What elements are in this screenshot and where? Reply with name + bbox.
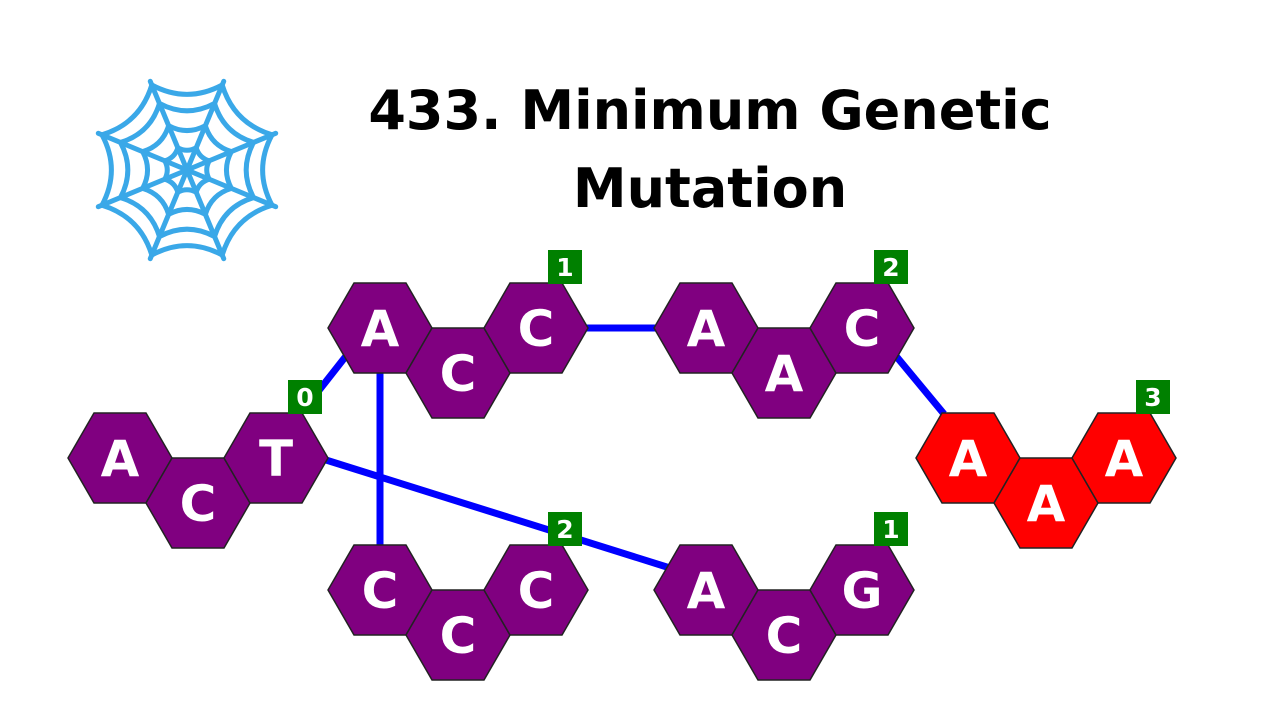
base-letter: T [259, 430, 293, 488]
step-badge [548, 512, 582, 546]
page-title: 433. Minimum Genetic Mutation [368, 79, 1052, 220]
spider-web-icon [95, 78, 279, 262]
base-letter: A [765, 345, 804, 403]
step-count: 0 [296, 383, 313, 412]
base-letter: C [180, 475, 217, 533]
base-letter: C [844, 300, 881, 358]
base-letter: A [1105, 430, 1144, 488]
base-letter: A [1027, 475, 1066, 533]
base-letter: A [361, 300, 400, 358]
base-letter: C [518, 300, 555, 358]
step-count: 2 [556, 515, 573, 544]
step-count: 1 [556, 253, 573, 282]
step-count: 2 [882, 253, 899, 282]
base-letter: C [518, 562, 555, 620]
base-letter: C [440, 345, 477, 403]
base-letter: A [101, 430, 140, 488]
base-letter: C [440, 607, 477, 665]
base-letter: C [766, 607, 803, 665]
step-badge [874, 512, 908, 546]
edge-layer [299, 324, 947, 572]
base-letter: C [362, 562, 399, 620]
base-letter: A [687, 562, 726, 620]
step-badge [288, 380, 322, 414]
step-count: 3 [1144, 383, 1161, 412]
step-badge [548, 250, 582, 284]
step-badge [1136, 380, 1170, 414]
base-letter: A [949, 430, 988, 488]
step-count: 1 [882, 515, 899, 544]
base-letter: G [841, 562, 882, 620]
step-badge [874, 250, 908, 284]
edge-aac-aaa [893, 353, 947, 417]
base-letter: A [687, 300, 726, 358]
